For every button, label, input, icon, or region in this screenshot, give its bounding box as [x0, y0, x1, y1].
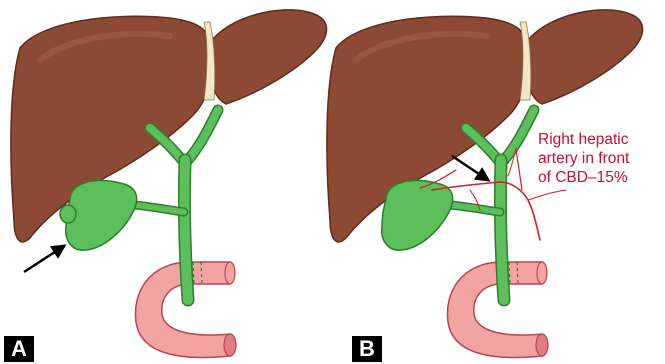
annotation-line: Right hepatic [538, 130, 665, 149]
gallbladder [382, 181, 453, 251]
duodenum-end [536, 334, 548, 356]
duodenum-end [224, 334, 236, 356]
liver-left-lobe [525, 10, 642, 104]
panel-label-b: B [352, 336, 382, 362]
left-hepatic-duct-fill [188, 110, 218, 160]
common-bile-duct-fill [500, 160, 504, 300]
annotation-line: of CBD–15% [538, 168, 665, 187]
arrow-pointer-a [24, 246, 64, 272]
common-bile-duct-fill [184, 160, 188, 300]
artery-annotation: Right hepatic artery in front of CBD–15% [538, 130, 665, 187]
gallbladder-fundus-bulge [60, 205, 76, 223]
annotation-line: artery in front [538, 149, 665, 168]
arrow-pointer-b [452, 156, 488, 180]
panel-a [11, 10, 327, 358]
duodenum-top-end [537, 262, 547, 284]
panel-label-a: A [4, 336, 34, 362]
liver-left-lobe [209, 10, 326, 104]
duodenum [447, 262, 542, 358]
duodenum-top-end [225, 262, 235, 284]
left-hepatic-duct-fill [504, 110, 534, 160]
